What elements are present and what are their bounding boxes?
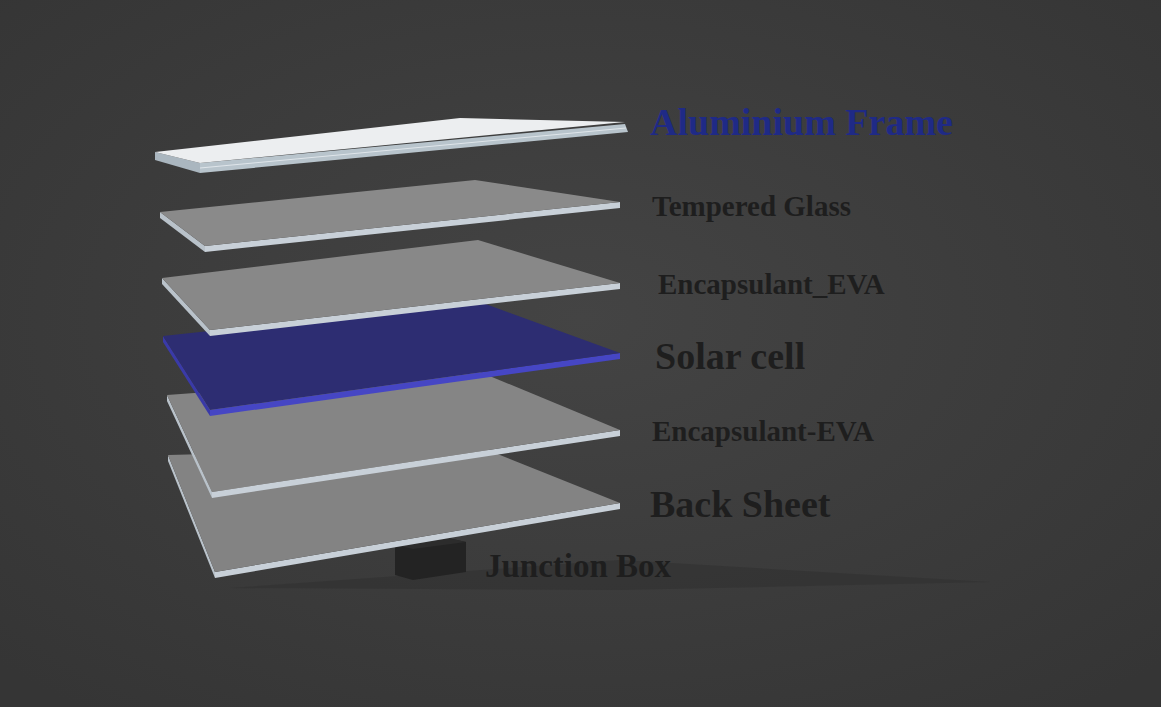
part-label: Encapsulant_EVA: [658, 269, 885, 301]
part-label: Aluminium Frame: [650, 102, 953, 144]
part-label: Junction Box: [485, 548, 671, 584]
glass-layer: [160, 180, 620, 252]
part-label: Solar cell: [655, 336, 805, 378]
part-label: Encapsulant-EVA: [652, 416, 874, 448]
part-label: Tempered Glass: [652, 191, 851, 223]
encapsulant-layer: [162, 240, 620, 336]
aluminium-frame-layer: [155, 118, 628, 173]
part-label: Back Sheet: [650, 484, 831, 526]
